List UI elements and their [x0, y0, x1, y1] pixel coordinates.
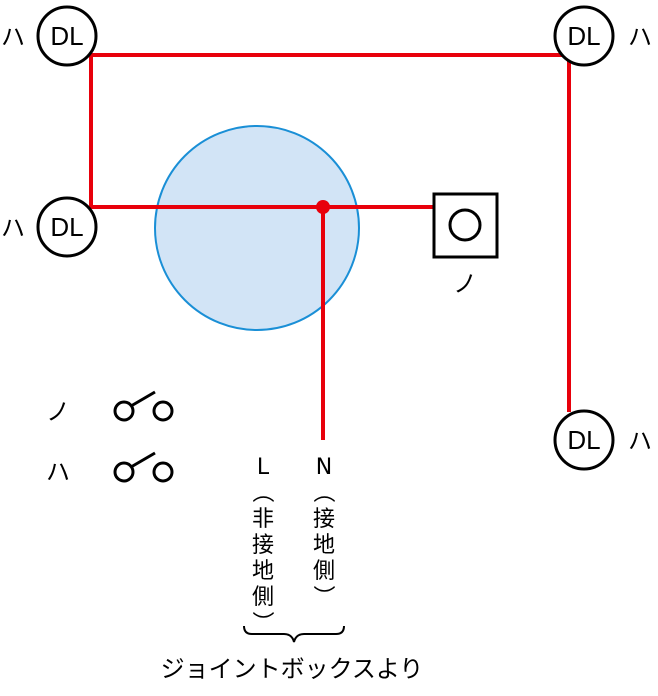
supply-desc-char: （	[249, 481, 274, 503]
switch-ha: ハ	[46, 451, 174, 486]
supply-desc-char: 地	[252, 559, 274, 584]
supply-desc-char: 非	[252, 507, 274, 532]
wire-junction-dot	[316, 200, 330, 214]
downlight-top-left: DL	[36, 5, 98, 67]
downlight-label: DL	[50, 21, 83, 51]
supply-desc-char: 地	[313, 533, 335, 558]
supply-desc-char: （	[310, 481, 335, 503]
fixture-switch-label: ハ	[1, 23, 25, 51]
ceiling-fixture-label: ノ	[453, 270, 477, 298]
supply-n-letter: N	[316, 455, 332, 480]
supply-caption: ジョイントボックスより	[161, 655, 424, 683]
supply-n-description: （ 接地側）	[310, 481, 335, 607]
downlight-label: DL	[567, 21, 600, 51]
switch-no: ノ	[46, 390, 174, 426]
supply-desc-char: ）	[310, 585, 335, 607]
switch-label: ハ	[46, 458, 70, 486]
supply-desc-char: 接	[313, 507, 335, 532]
supply-desc-char: 側	[313, 559, 335, 584]
wires	[89, 53, 571, 440]
downlight-bottom-right: DL	[553, 409, 615, 471]
junction-box	[154, 125, 360, 331]
fixture-switch-label: ハ	[628, 427, 652, 455]
fixture-switch-label: ハ	[1, 214, 25, 242]
ceiling-fixture	[432, 192, 499, 259]
downlight-label: DL	[50, 212, 83, 242]
fixture-switch-label: ハ	[628, 23, 652, 51]
brace	[243, 625, 345, 643]
downlight-top-right: DL	[553, 5, 615, 67]
downlight-label: DL	[567, 425, 600, 455]
switch-label: ノ	[46, 398, 70, 426]
supply-desc-char: 接	[252, 533, 274, 558]
downlight-mid-left: DL	[36, 196, 98, 258]
supply-desc-char: ）	[249, 611, 274, 633]
supply-l-letter: L	[257, 455, 270, 480]
supply-desc-char: 側	[252, 585, 274, 610]
